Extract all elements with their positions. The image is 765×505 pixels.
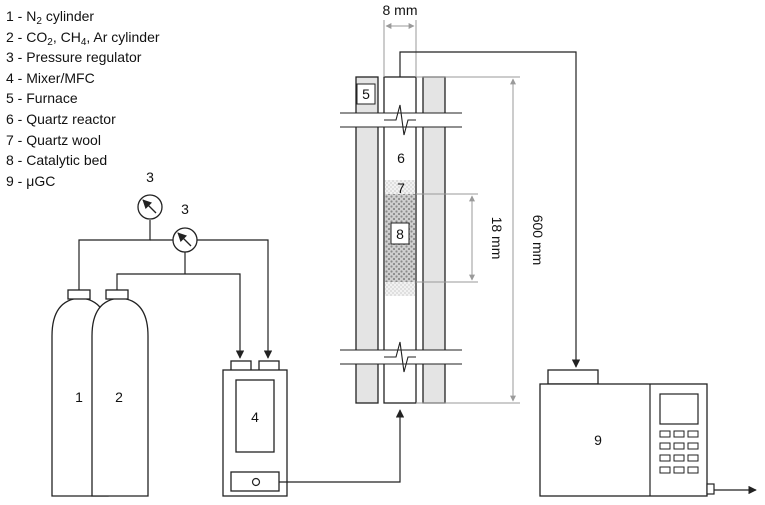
legend-item-1: 1 - N2 cylinder: [6, 8, 95, 27]
regulator-label-a: 3: [146, 169, 154, 185]
break-mark-top: [340, 104, 462, 136]
gas-line-mixer-to-reactor: [279, 409, 405, 483]
legend-item-5: 5 - Furnace: [6, 90, 78, 107]
legend-item-3: 3 - Pressure regulator: [6, 49, 142, 66]
gas-line-co2: [116, 252, 245, 359]
regulator-label-b: 3: [181, 201, 189, 217]
quartz-wool-label: 7: [397, 180, 405, 196]
dimension-bed-height: [416, 193, 478, 283]
quartz-wool-top: [385, 180, 415, 194]
gc-keypad: [659, 430, 699, 474]
catalytic-bed-label: 8: [396, 226, 404, 242]
mixer-label: 4: [251, 409, 259, 425]
legend-item-9: 9 - μGC: [6, 172, 56, 189]
legend-item-6: 6 - Quartz reactor: [6, 110, 116, 127]
furnace-label-box: [356, 83, 376, 105]
catalytic-bed-label-box: [390, 222, 410, 245]
pressure-regulator-b: [172, 227, 198, 253]
reactor-length-label: 600 mm: [530, 215, 546, 266]
gc-screen: [659, 393, 699, 425]
legend-item-2: 2 - CO2, CH4, Ar cylinder: [6, 28, 160, 48]
dimension-reactor-width: [383, 20, 417, 77]
dimension-reactor-length: [416, 76, 520, 404]
gas-line-reactor-to-ugc: [399, 51, 581, 368]
reactor-width-label: 8 mm: [383, 2, 418, 18]
gc-outlet: [706, 483, 715, 495]
co2-cylinder: 2: [91, 289, 149, 497]
furnace: [355, 76, 446, 404]
bed-height-label: 18 mm: [489, 217, 505, 260]
mixer-mfc: 4: [222, 360, 288, 497]
ugc-label: 9: [594, 432, 602, 448]
quartz-wool-bottom: [385, 282, 415, 296]
cylinder-2-label: 2: [115, 389, 123, 405]
pressure-regulator-a: [137, 194, 163, 220]
break-mark-bottom: [340, 341, 462, 373]
micro-gc: 9: [539, 369, 715, 497]
legend-item-8: 8 - Catalytic bed: [6, 152, 108, 169]
reactor-label: 6: [397, 150, 405, 166]
legend-item-4: 4 - Mixer/MFC: [6, 69, 95, 86]
legend: 1 - N2 cylinder 2 - CO2, CH4, Ar cylinde…: [6, 6, 160, 191]
legend-item-7: 7 - Quartz wool: [6, 131, 101, 148]
furnace-label: 5: [362, 86, 370, 102]
cylinder-1-label: 1: [75, 389, 83, 405]
